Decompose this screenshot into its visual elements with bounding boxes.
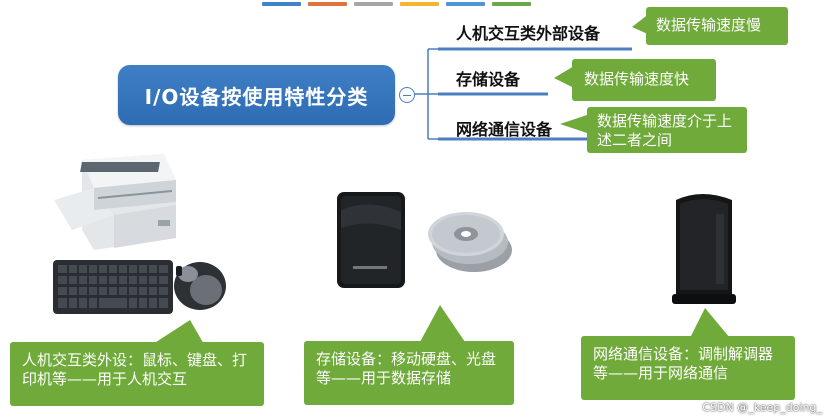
branch-human-interaction[interactable]: 人机交互类外部设备 [456,20,600,44]
printer-icon [54,150,189,255]
main-topic-label: I/O设备按使用特性分类 [145,81,369,110]
note-speed-medium: 数据传输速度介于上述二者之间 [587,107,747,153]
branch-network[interactable]: 网络通信设备 [456,116,552,140]
note-speed-slow: 数据传输速度慢 [646,7,788,45]
example-human-interaction: 人机交互类外设：鼠标、键盘、打印机等——用于人机交互 [10,342,264,406]
mouse-icon [168,256,232,314]
collapse-toggle[interactable] [399,87,415,103]
optical-disc-icon [428,206,514,274]
hard-drive-icon [333,190,411,292]
keyboard-icon [53,260,173,314]
note-text: 数据传输速度慢 [656,16,761,34]
example-text: 人机交互类外设：鼠标、键盘、打印机等——用于人机交互 [22,351,247,388]
example-storage: 存储设备：移动硬盘、光盘等——用于数据存储 [304,341,514,405]
note-text: 数据传输速度介于上述二者之间 [597,112,732,149]
note-speed-fast: 数据传输速度快 [572,59,716,101]
example-text: 存储设备：移动硬盘、光盘等——用于数据存储 [316,350,496,387]
example-network: 网络通信设备：调制解调器等——用于网络通信 [581,336,795,400]
example-text: 网络通信设备：调制解调器等——用于网络通信 [593,345,773,382]
main-topic-node[interactable]: I/O设备按使用特性分类 [118,65,395,125]
note-text: 数据传输速度快 [584,70,689,88]
watermark: CSDN @_keep_doing_ [702,401,822,414]
router-icon [660,190,744,308]
branch-storage[interactable]: 存储设备 [456,66,520,90]
